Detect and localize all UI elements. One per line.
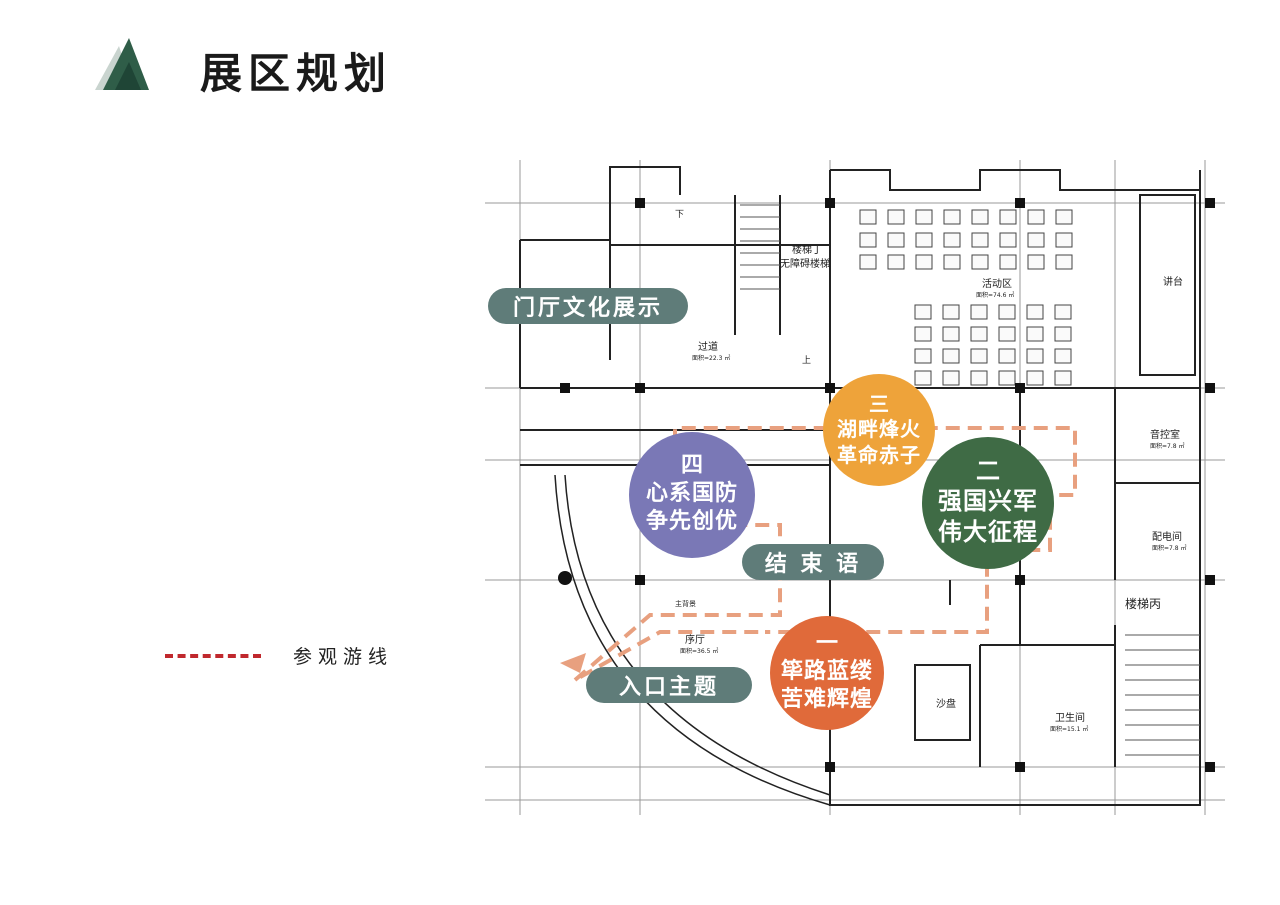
route-legend-line xyxy=(165,654,261,658)
entrance-theme-pill: 入口主题 xyxy=(586,667,752,703)
stair-d-label: 楼梯丁 xyxy=(792,243,822,256)
zone-1-line1: 筚路蓝缕 xyxy=(780,658,873,684)
zone-3-line1: 湖畔烽火 xyxy=(837,417,921,441)
zone-1-number: 一 xyxy=(815,631,838,657)
toilet-area-label: 面积=15.1 ㎡ xyxy=(1050,725,1088,733)
page-title: 展区规划 xyxy=(200,49,393,98)
hall-area-label: 面积=36.5 ㎡ xyxy=(680,647,718,655)
zone-2-number: 二 xyxy=(976,457,1000,486)
zone-3-circle: 三 湖畔烽火 革命赤子 xyxy=(823,374,935,486)
corridor-label: 过道 xyxy=(698,340,718,353)
stair-b-label: 楼梯丙 xyxy=(1125,596,1161,611)
floor-plan: 楼梯丁 无障碍楼梯 活动区 面积=74.6 ㎡ 讲台 过道 面积=22.3 ㎡ … xyxy=(485,160,1225,815)
zone-4-line2: 争先创优 xyxy=(645,509,738,535)
zone-4-number: 四 xyxy=(680,453,703,479)
sound-area-label: 面积=7.8 ㎡ xyxy=(1150,442,1184,450)
columns xyxy=(558,198,1215,772)
route-legend: 参观游线 xyxy=(165,642,425,672)
zone-2-line1: 强国兴军 xyxy=(938,487,1038,516)
route-legend-label: 参观游线 xyxy=(293,646,394,668)
activity-label: 活动区 xyxy=(982,278,1012,290)
zone-2-circle: 二 强国兴军 伟大征程 xyxy=(922,437,1054,569)
sand-table-label: 沙盘 xyxy=(936,697,956,710)
ending-pill: 结 束 语 xyxy=(742,544,884,580)
podium-label: 讲台 xyxy=(1163,275,1183,288)
zone-2-line2: 伟大征程 xyxy=(938,518,1038,547)
hall-label: 序厅 xyxy=(685,633,705,646)
zone-1-line2: 苦难辉煌 xyxy=(780,687,873,713)
barrier-free-label: 无障碍楼梯 xyxy=(780,257,830,270)
power-area-label: 面积=7.8 ㎡ xyxy=(1152,544,1186,552)
zone-1-circle: 一 筚路蓝缕 苦难辉煌 xyxy=(770,616,884,730)
zone-3-line2: 革命赤子 xyxy=(837,443,921,467)
stairs xyxy=(740,204,1200,756)
main-wall-label: 主背景 xyxy=(675,599,696,608)
mountain-logo-icon xyxy=(95,38,149,90)
down-label: 下 xyxy=(675,210,684,220)
toilet-label: 卫生间 xyxy=(1055,711,1085,724)
activity-area-label: 面积=74.6 ㎡ xyxy=(976,291,1014,299)
chairs xyxy=(859,209,1073,386)
lobby-culture-pill: 门厅文化展示 xyxy=(488,288,688,324)
route-arrow xyxy=(560,653,586,673)
sound-room-label: 音控室 xyxy=(1150,428,1180,441)
zone-4-circle: 四 心系国防 争先创优 xyxy=(629,432,755,558)
zone-3-number: 三 xyxy=(869,392,889,416)
up-label: 上 xyxy=(802,355,811,366)
corridor-area-label: 面积=22.3 ㎡ xyxy=(692,354,730,362)
power-room-label: 配电间 xyxy=(1152,530,1182,543)
zone-4-line1: 心系国防 xyxy=(645,480,738,506)
